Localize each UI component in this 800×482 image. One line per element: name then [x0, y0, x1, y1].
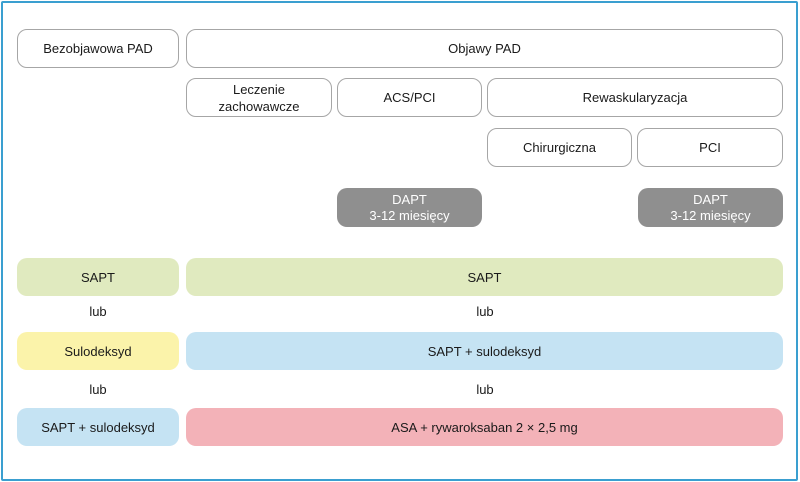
revascularization-box: Rewaskularyzacja — [487, 78, 783, 117]
dapt-label: DAPT — [392, 191, 427, 207]
sapt-sulodexide-label: SAPT + sulodeksyd — [427, 343, 542, 359]
surgical-label: Chirurgiczna — [523, 140, 596, 155]
dapt-box-pci: DAPT 3-12 miesięcy — [638, 188, 783, 227]
sapt-sulodexide-box-asymptomatic: SAPT + sulodeksyd — [17, 408, 179, 446]
pci-label: PCI — [699, 140, 721, 155]
asymptomatic-pad-box: Bezobjawowa PAD — [17, 29, 179, 68]
asa-rivaroxaban-box: ASA + rywaroksaban 2 × 2,5 mg — [186, 408, 783, 446]
asymptomatic-pad-label: Bezobjawowa PAD — [43, 41, 153, 56]
symptomatic-pad-label: Objawy PAD — [448, 41, 521, 56]
surgical-box: Chirurgiczna — [487, 128, 632, 167]
or-label: lub — [89, 382, 107, 397]
sulodexide-label: Sulodeksyd — [64, 343, 132, 359]
or-label: lub — [89, 304, 107, 319]
asa-rivaroxaban-label: ASA + rywaroksaban 2 × 2,5 mg — [391, 419, 578, 435]
acs-pci-box: ACS/PCI — [337, 78, 482, 117]
dapt-duration-label: 3-12 miesięcy — [369, 207, 450, 223]
conservative-treatment-label-line2: zachowawcze — [218, 98, 300, 114]
sapt-label: SAPT — [81, 269, 115, 285]
acs-pci-label: ACS/PCI — [383, 90, 436, 105]
conservative-treatment-box: Leczenie zachowawcze — [186, 78, 332, 117]
dapt-duration-label: 3-12 miesięcy — [670, 207, 751, 223]
or-label: lub — [476, 382, 494, 397]
dapt-box-acs: DAPT 3-12 miesięcy — [337, 188, 482, 227]
sapt-box-asymptomatic: SAPT — [17, 258, 179, 296]
or-label: lub — [476, 304, 494, 319]
sapt-sulodexide-box-symptomatic: SAPT + sulodeksyd — [186, 332, 783, 370]
sapt-label: SAPT — [467, 269, 502, 285]
symptomatic-pad-box: Objawy PAD — [186, 29, 783, 68]
pci-box: PCI — [637, 128, 783, 167]
sulodexide-box: Sulodeksyd — [17, 332, 179, 370]
dapt-label: DAPT — [693, 191, 728, 207]
conservative-treatment-label-line1: Leczenie — [232, 81, 286, 97]
revascularization-label: Rewaskularyzacja — [582, 90, 688, 105]
sapt-sulodexide-label: SAPT + sulodeksyd — [41, 419, 155, 435]
sapt-box-symptomatic: SAPT — [186, 258, 783, 296]
